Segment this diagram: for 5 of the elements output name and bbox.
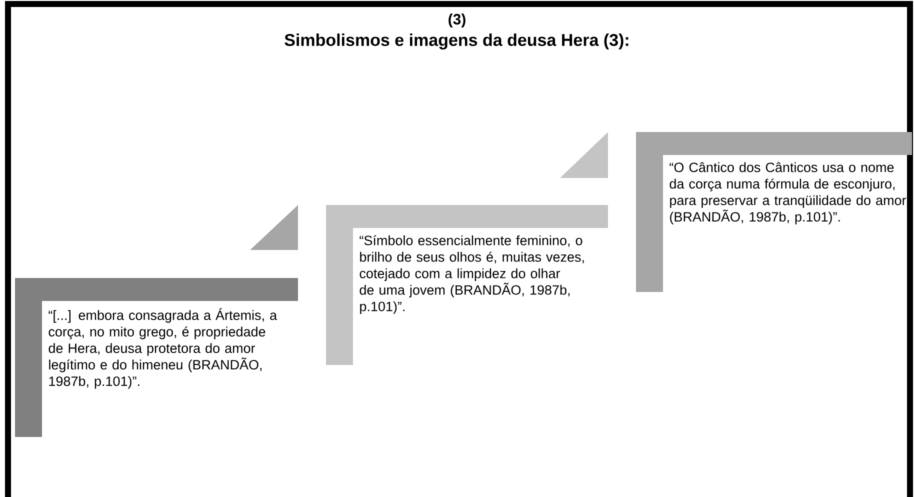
step-box: “Símbolo essencialmente feminino, o brilho de seus olhos é, muitas vezes, cotejado com a limpidez do olhar de uma jovem (BRANDÃO, 1987b, p.101)”. [326, 205, 608, 365]
title: Simbolismos e imagens da deusa Hera (3): [284, 34, 628, 50]
step-box: “[...] embora consagrada a Ártemis, a corça, no mito grego, é propriedade de Hera, deusa protetora do amor legítimo e do himeneu (BRANDÃO, 1987b, p.101)”. [15, 278, 298, 437]
step-box: “O Cântico dos Cânticos usa o nome da corça numa fórmula de esconjuro, para preservar a tranqüilidade do amor (BRANDÃO, 1987b, p.101)”. [636, 132, 912, 292]
heading-number: (3) [448, 14, 466, 28]
